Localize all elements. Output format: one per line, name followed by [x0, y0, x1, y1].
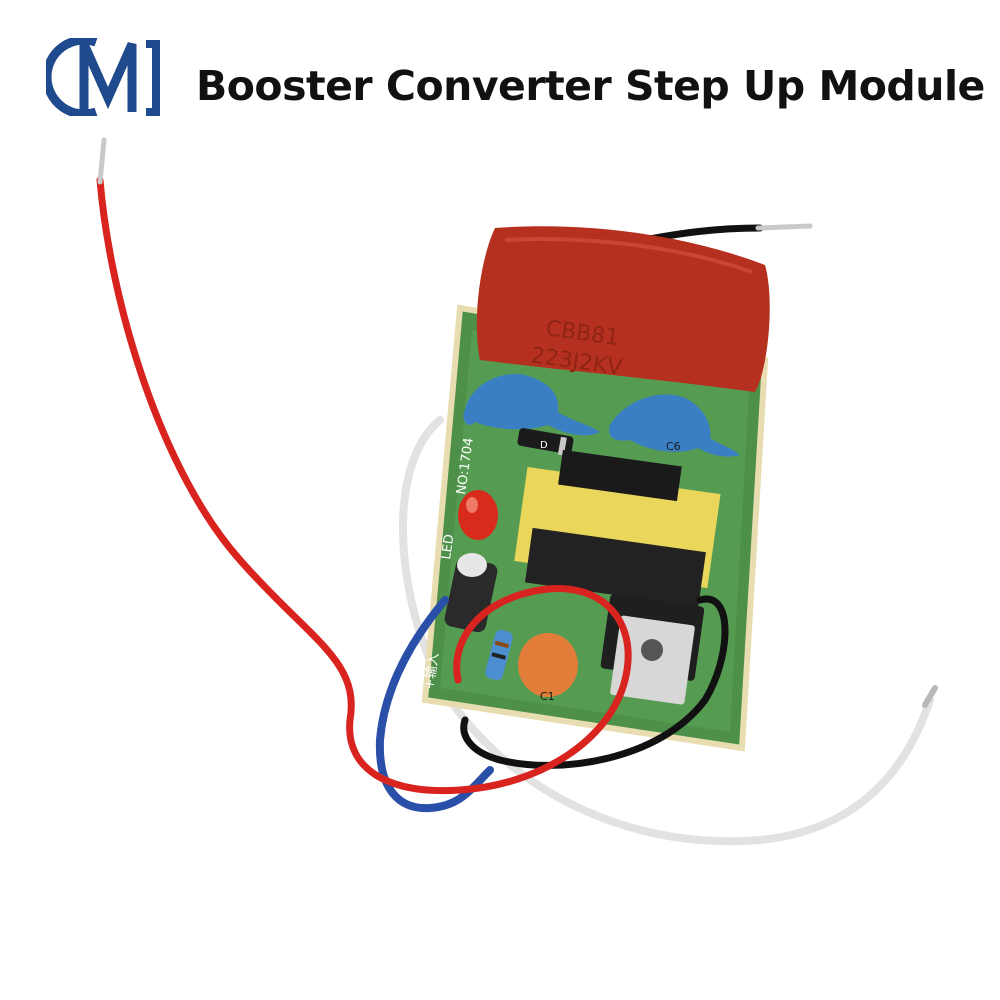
red-led	[458, 490, 498, 540]
ceramic-capacitor-left	[463, 374, 600, 436]
pcb-label-d: D	[540, 440, 548, 451]
pcb-label-c6: C6	[666, 440, 681, 453]
ceramic-capacitor-right	[609, 394, 740, 457]
page-title: Booster Converter Step Up Module	[196, 62, 985, 110]
resistor	[485, 629, 513, 681]
pcb-label-c1: C1	[540, 690, 555, 703]
pcb-label-led: LED	[439, 533, 457, 560]
black-wire-loop	[460, 595, 729, 769]
diode	[517, 428, 574, 456]
pcb-label-input: +输入	[421, 652, 442, 691]
red-wire	[96, 176, 632, 795]
orange-capacitor	[518, 633, 578, 697]
cm-logo	[46, 38, 160, 116]
white-wire	[399, 416, 934, 846]
header: Booster Converter Step Up Module	[0, 0, 1000, 150]
product-photo: CBB81 223J2KV	[96, 137, 938, 846]
film-capacitor: CBB81 223J2KV	[476, 226, 770, 392]
